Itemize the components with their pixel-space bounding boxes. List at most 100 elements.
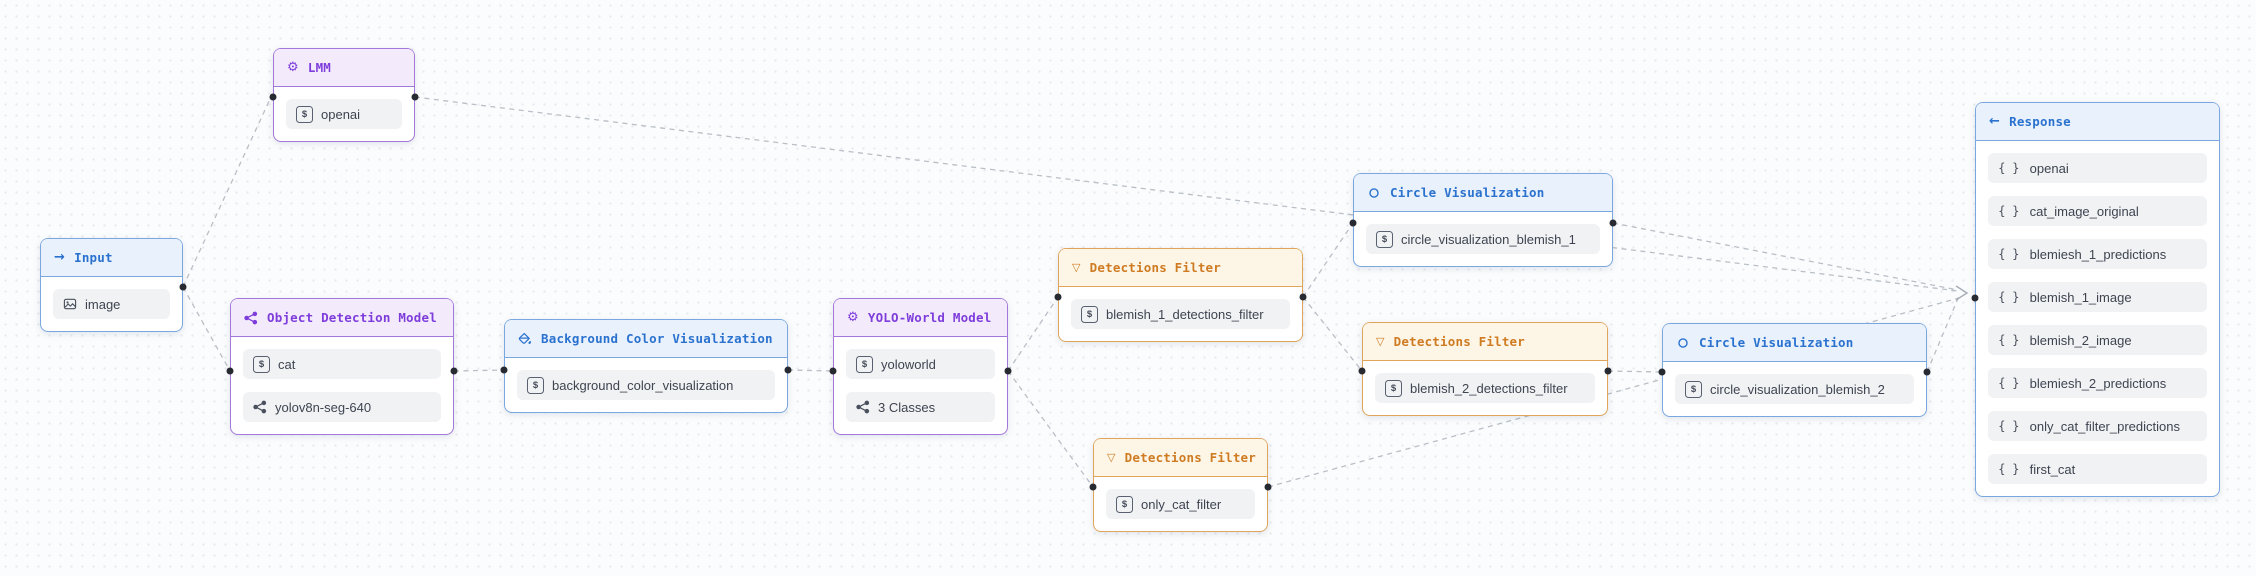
- node-header[interactable]: ▽ Detections Filter: [1363, 323, 1607, 361]
- node-item-label: background_color_visualization: [552, 377, 734, 393]
- connection-handle[interactable]: [269, 93, 277, 101]
- node-response[interactable]: ←Response { }openai { }cat_image_original {…: [1975, 102, 2220, 497]
- connection-handle[interactable]: [411, 93, 419, 101]
- node-item[interactable]: 3 Classes: [846, 392, 995, 422]
- node-item[interactable]: $circle_visualization_blemish_2: [1675, 374, 1914, 404]
- connection-handle[interactable]: [1923, 368, 1931, 376]
- node-title: Object Detection Model: [267, 310, 437, 325]
- node-body: $ circle_visualization_blemish_1: [1354, 212, 1612, 266]
- node-item-label: blemish_1_image: [2029, 289, 2132, 305]
- connection-handle[interactable]: [1054, 293, 1062, 301]
- molecule-icon: [244, 311, 258, 324]
- node-item[interactable]: { }first_cat: [1988, 454, 2207, 484]
- connection-handle[interactable]: [179, 283, 187, 291]
- edge-yolo-world-model-to-detections-filter-1: [1007, 296, 1059, 372]
- node-item[interactable]: $cat: [243, 349, 441, 379]
- connection-handle[interactable]: [1299, 293, 1307, 301]
- node-item-label: circle_visualization_blemish_1: [1401, 231, 1576, 247]
- node-item-label: blemish_1_detections_filter: [1106, 306, 1264, 322]
- funnel-icon: ▽: [1072, 261, 1081, 274]
- node-item[interactable]: $only_cat_filter: [1106, 489, 1255, 519]
- node-item[interactable]: $blemish_1_detections_filter: [1071, 299, 1290, 329]
- connection-handle[interactable]: [1658, 368, 1666, 376]
- connection-handle[interactable]: [1264, 483, 1272, 491]
- node-header[interactable]: ▽Detections Filter: [1094, 439, 1267, 477]
- node-header[interactable]: →Input: [41, 239, 182, 277]
- connection-handle[interactable]: [829, 367, 837, 375]
- connection-handle[interactable]: [1089, 483, 1097, 491]
- node-header[interactable]: Object Detection Model: [231, 299, 453, 337]
- node-header[interactable]: ←Response: [1976, 103, 2219, 141]
- node-item-label: only_cat_filter: [1141, 496, 1222, 512]
- node-detections-filter-2[interactable]: ▽ Detections Filter $blemish_2_detections_…: [1362, 322, 1608, 416]
- node-header[interactable]: ⚙YOLO-World Model: [834, 299, 1007, 337]
- node-header[interactable]: Circle Visualization: [1663, 324, 1926, 362]
- molecule-icon: [253, 400, 267, 414]
- node-item[interactable]: $ circle_visualization_blemish_1: [1366, 224, 1600, 254]
- node-item[interactable]: $openai: [286, 99, 402, 129]
- node-detections-filter-1[interactable]: ▽Detections Filter $blemish_1_detections_…: [1058, 248, 1303, 342]
- node-item-label: blemiesh_1_predictions: [2029, 246, 2167, 262]
- gear-icon: ⚙: [287, 60, 299, 75]
- node-object-detection-model[interactable]: Object Detection Model $cat yolov8n-seg-64…: [230, 298, 454, 435]
- node-title: Detections Filter: [1393, 334, 1526, 349]
- node-body: $blemish_2_detections_filter: [1363, 361, 1607, 415]
- node-lmm[interactable]: ⚙ LMM $openai: [273, 48, 415, 142]
- node-title: LMM: [307, 60, 332, 75]
- node-title: YOLO-World Model: [867, 310, 992, 325]
- node-circle-visualization-1[interactable]: Circle Visualization $ circle_visualizatio…: [1353, 173, 1613, 267]
- node-item[interactable]: { }only_cat_filter_predictions: [1988, 411, 2207, 441]
- node-item-label: first_cat: [2029, 461, 2076, 477]
- node-item-label: blemish_2_image: [2029, 332, 2132, 348]
- node-title: Background Color Visualization: [541, 331, 773, 346]
- node-item[interactable]: { }blemish_2_image: [1988, 325, 2207, 355]
- dollar-icon: $: [1685, 380, 1702, 398]
- connection-handle[interactable]: [1971, 294, 1979, 302]
- edge-circle-visualization-2-to-response: [1926, 295, 1960, 373]
- node-item[interactable]: { }blemiesh_1_predictions: [1988, 239, 2207, 269]
- node-item-label: blemiesh_2_predictions: [2029, 375, 2167, 391]
- node-input[interactable]: →Input image: [40, 238, 183, 332]
- node-circle-visualization-2[interactable]: Circle Visualization $circle_visualizatio…: [1662, 323, 1927, 417]
- node-item-label: only_cat_filter_predictions: [2029, 418, 2180, 434]
- connection-handle[interactable]: [500, 366, 508, 374]
- node-body: $yoloworld 3 Classes: [834, 337, 1007, 434]
- node-item-label: openai: [2029, 160, 2069, 176]
- connection-handle[interactable]: [784, 366, 792, 374]
- node-item[interactable]: $yoloworld: [846, 349, 995, 379]
- node-background-color-visualization[interactable]: Background Color Visualization $ backgroun…: [504, 319, 788, 413]
- node-header[interactable]: Background Color Visualization: [505, 320, 787, 358]
- node-header[interactable]: Circle Visualization: [1354, 174, 1612, 212]
- dollar-icon: $: [1376, 230, 1393, 248]
- node-item[interactable]: { }blemiesh_2_predictions: [1988, 368, 2207, 398]
- connection-handle[interactable]: [1358, 367, 1366, 375]
- node-item[interactable]: { }openai: [1988, 153, 2207, 183]
- node-item[interactable]: $ background_color_visualization: [517, 370, 775, 400]
- node-body: $circle_visualization_blemish_2: [1663, 362, 1926, 416]
- connection-handle[interactable]: [1609, 219, 1617, 227]
- node-item[interactable]: { }blemish_1_image: [1988, 282, 2207, 312]
- node-item[interactable]: yolov8n-seg-640: [243, 392, 441, 422]
- node-detections-filter-only-cat[interactable]: ▽Detections Filter $only_cat_filter: [1093, 438, 1268, 532]
- connection-handle[interactable]: [1004, 367, 1012, 375]
- node-item[interactable]: image: [53, 289, 170, 319]
- node-yolo-world-model[interactable]: ⚙YOLO-World Model $yoloworld 3 Classes: [833, 298, 1008, 435]
- node-item-label: cat: [278, 356, 296, 372]
- node-item[interactable]: { }cat_image_original: [1988, 196, 2207, 226]
- dollar-icon: $: [527, 376, 544, 394]
- edge-lmm-to-response: [414, 96, 1959, 292]
- funnel-icon: ▽: [1376, 335, 1385, 348]
- node-body: $cat yolov8n-seg-640: [231, 337, 453, 434]
- node-header[interactable]: ▽Detections Filter: [1059, 249, 1302, 287]
- node-header[interactable]: ⚙ LMM: [274, 49, 414, 87]
- edge-background-color-visualization-to-yolo-world-model: [787, 369, 834, 372]
- connection-handle[interactable]: [1604, 367, 1612, 375]
- dollar-icon: $: [296, 105, 313, 123]
- connection-handle[interactable]: [226, 367, 234, 375]
- dollar-icon: $: [1385, 379, 1402, 397]
- node-item[interactable]: $blemish_2_detections_filter: [1375, 373, 1595, 403]
- connection-handle[interactable]: [450, 367, 458, 375]
- connection-handle[interactable]: [1349, 219, 1357, 227]
